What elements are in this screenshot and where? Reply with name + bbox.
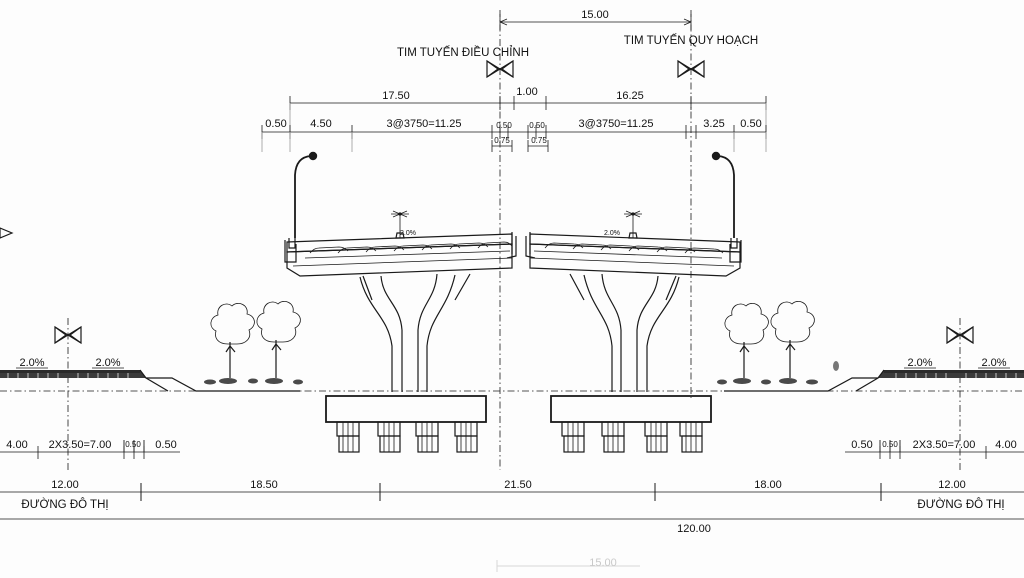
- survey-symbol-adjusted-icon: [486, 59, 514, 79]
- right-pile-group: [561, 421, 703, 453]
- dimension-row-b: 0.50 4.50 3@3750=11.25 0.50 0.50 3@3750=…: [261, 118, 767, 152]
- tree-icon: [770, 301, 815, 378]
- slope-right-b: 2.0%: [981, 357, 1006, 369]
- top-dimension-15: 15.00: [499, 9, 692, 30]
- streetlight-left-icon: [288, 151, 318, 249]
- survey-symbol-planned-icon: [677, 59, 705, 79]
- dimension-row-b-sub: 0.75 0.75: [491, 136, 549, 152]
- tree-group-right: [724, 301, 815, 384]
- deck-mast-right-icon: [624, 210, 642, 239]
- total-dim-label: 120.00: [677, 523, 711, 535]
- road-dimensions-right: 0.50 0.50 2X3.50=7.00 4.00: [845, 439, 1024, 459]
- deck-slope-left: 2.0%: [400, 230, 416, 237]
- road-dim-left-2: 0.50: [125, 440, 141, 449]
- station-dim-1: 18.50: [250, 479, 278, 491]
- dim-b-2: 3@3750=11.25: [387, 118, 462, 130]
- tree-icon: [256, 301, 301, 378]
- dim-b-7: 0.50: [740, 118, 761, 130]
- dim-b-5: 3@3750=11.25: [579, 118, 654, 130]
- slope-right-a: 2.0%: [907, 357, 932, 369]
- station-dim-4: 12.00: [938, 479, 966, 491]
- dim-a-0: 17.50: [382, 90, 410, 102]
- label-tim-tuyen-quy-hoach: TIM TUYẾN QUY HOẠCH: [624, 34, 758, 47]
- deck-voids-right: [533, 242, 724, 259]
- slope-left-a: 2.0%: [19, 357, 44, 369]
- left-foundation: [325, 395, 487, 453]
- dimension-row-a: 17.50 1.00 16.25: [289, 86, 767, 135]
- road-dim-left-0: 4.00: [6, 439, 27, 451]
- road-dim-right-1: 0.50: [882, 440, 898, 449]
- deck-mast-left-icon: [391, 210, 409, 239]
- left-bridge-deck: 2.0%: [284, 151, 517, 392]
- slope-left-b: 2.0%: [95, 357, 120, 369]
- dim-b-3: 0.50: [496, 121, 512, 130]
- dim-b-sub-0: 0.75: [494, 136, 510, 145]
- dim-b-6: 3.25: [703, 118, 724, 130]
- title-right-road: ĐƯỜNG ĐÔ THỊ: [917, 498, 1004, 511]
- right-bridge-deck: 2.0%: [525, 151, 742, 392]
- streetlight-right-icon: [711, 151, 738, 249]
- dim-b-sub-1: 0.75: [531, 136, 547, 145]
- axis-lines: [67, 10, 961, 470]
- deck-slope-right: 2.0%: [604, 230, 620, 237]
- station-dim-2: 21.50: [504, 479, 532, 491]
- deck-voids-left: [304, 241, 513, 259]
- label-tim-tuyen-dieu-chinh: TIM TUYẾN ĐIỀU CHỈNH: [397, 46, 529, 59]
- road-dim-right-0: 0.50: [851, 439, 872, 451]
- road-dim-left-3: 0.50: [155, 439, 176, 451]
- survey-symbol-left-road-icon: [54, 325, 82, 345]
- title-left-road: ĐƯỜNG ĐÔ THỊ: [21, 498, 108, 511]
- road-dim-right-3: 4.00: [995, 439, 1016, 451]
- right-foundation: [550, 395, 712, 453]
- station-dimension-row: 12.00 18.50 21.50 18.00 12.00 ĐƯỜNG ĐÔ T…: [0, 479, 1024, 511]
- dim-top-15: 15.00: [581, 9, 609, 21]
- dim-a-2: 16.25: [616, 90, 644, 102]
- axis-adjusted-group: TIM TUYẾN ĐIỀU CHỈNH: [397, 46, 529, 79]
- bottom-faint-dim-label: 15.00: [589, 557, 617, 569]
- right-road-section: 2.0% 2.0%: [724, 325, 1024, 392]
- left-road-section: 2.0% 2.0%: [0, 227, 300, 392]
- tree-group-left: [210, 301, 301, 384]
- tree-icon: [724, 303, 769, 378]
- tree-icon: [210, 303, 255, 378]
- dim-a-1: 1.00: [516, 86, 537, 98]
- bottom-faint-dimension: 15.00: [496, 557, 640, 572]
- survey-symbol-right-road-icon: [946, 325, 974, 345]
- station-dim-0: 12.00: [51, 479, 79, 491]
- total-dimension-row: 120.00: [0, 518, 1024, 535]
- road-dimensions-left: 4.00 2X3.50=7.00 0.50 0.50: [0, 439, 180, 459]
- shrub-marks: [204, 361, 839, 385]
- dim-b-1: 4.50: [310, 118, 331, 130]
- road-dim-left-1: 2X3.50=7.00: [49, 439, 112, 451]
- road-dim-right-2: 2X3.50=7.00: [913, 439, 976, 451]
- left-pile-group: [336, 421, 478, 453]
- station-dim-3: 18.00: [754, 479, 782, 491]
- dim-b-4: 0.50: [529, 121, 545, 130]
- edge-arrow-left-icon: [0, 227, 14, 239]
- axis-planned-group: TIM TUYẾN QUY HOẠCH: [624, 34, 758, 79]
- dim-b-0: 0.50: [265, 118, 286, 130]
